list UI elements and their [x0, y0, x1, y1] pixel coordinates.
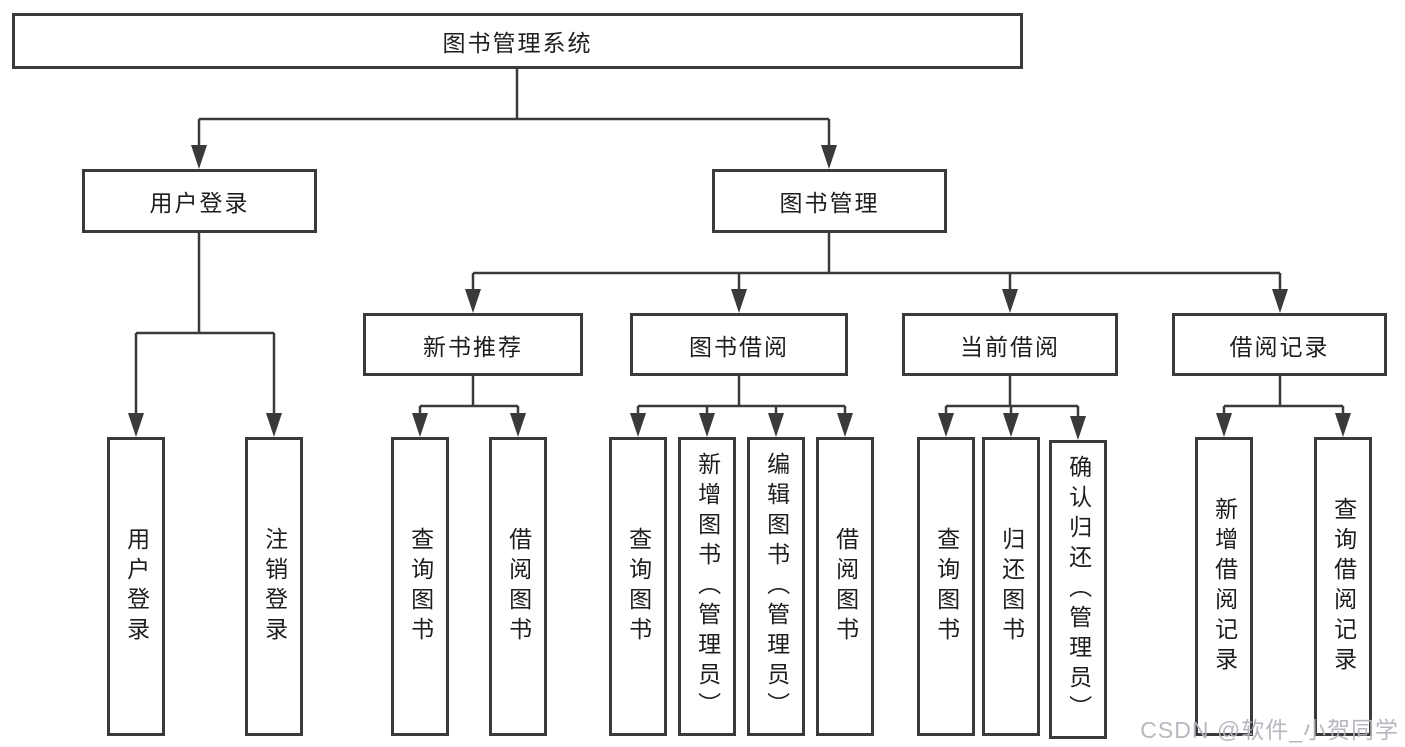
leaf-user-login-label: 用户登录	[123, 526, 150, 647]
node-book-management: 图书管理	[712, 169, 947, 233]
arrow-down-icon	[1272, 289, 1288, 313]
node-book-management-label: 图书管理	[779, 190, 880, 216]
leaf-edit-book-admin: 编辑图书（管理员）	[747, 437, 805, 736]
leaf-confirm-return-admin: 确认归还（管理员）	[1049, 440, 1107, 739]
leaf-query-borrow-record: 查询借阅记录	[1314, 437, 1372, 736]
node-borrow-records-label: 借阅记录	[1229, 333, 1330, 360]
leaf-logout: 注销登录	[245, 437, 303, 736]
leaf-add-book-admin: 新增图书（管理员）	[678, 437, 736, 736]
arrow-down-icon	[412, 413, 428, 437]
leaf-add-book-admin-label: 新增图书（管理员）	[694, 451, 721, 722]
leaf-query-books-current: 查询图书	[917, 437, 975, 736]
leaf-logout-label: 注销登录	[261, 526, 288, 647]
leaf-confirm-return-admin-label: 确认归还（管理员）	[1065, 454, 1092, 725]
arrow-down-icon	[465, 289, 481, 313]
node-root: 图书管理系统	[12, 13, 1023, 69]
leaf-query-books-recommend-label: 查询图书	[407, 526, 434, 647]
connector-borrow-records-to-leaves	[1222, 376, 1345, 417]
arrow-down-icon	[630, 413, 646, 437]
leaf-return-books: 归还图书	[982, 437, 1040, 736]
node-user-login: 用户登录	[82, 169, 317, 233]
leaf-borrow-books-recommend: 借阅图书	[489, 437, 547, 736]
arrow-down-icon	[191, 145, 207, 169]
arrow-down-icon	[821, 145, 837, 169]
arrow-down-icon	[699, 413, 715, 437]
node-borrow-records: 借阅记录	[1172, 313, 1387, 376]
connector-user-login-to-leaves	[134, 233, 276, 417]
leaf-borrow-books-recommend-label: 借阅图书	[505, 526, 532, 647]
connector-book-management-to-level3	[471, 233, 1282, 293]
node-book-borrow-label: 图书借阅	[689, 333, 789, 360]
leaf-borrow-books-label: 借阅图书	[832, 526, 859, 647]
arrow-down-icon	[731, 289, 747, 313]
watermark-text: CSDN @软件_小贺同学	[1140, 717, 1399, 743]
node-current-borrow-label: 当前借阅	[960, 333, 1060, 360]
arrow-down-icon	[1216, 413, 1232, 437]
node-root-label: 图书管理系统	[442, 30, 593, 56]
node-user-login-label: 用户登录	[149, 190, 250, 216]
leaf-add-borrow-record: 新增借阅记录	[1195, 437, 1253, 736]
node-book-borrow: 图书借阅	[630, 313, 848, 376]
arrow-down-icon	[510, 413, 526, 437]
arrow-down-icon	[1002, 289, 1018, 313]
connector-root-to-level2	[197, 69, 831, 147]
arrow-down-icon	[1003, 413, 1019, 437]
leaf-query-books-borrow-label: 查询图书	[625, 526, 652, 647]
arrow-down-icon	[837, 413, 853, 437]
connector-book-borrow-to-leaves	[636, 376, 847, 417]
leaf-user-login: 用户登录	[107, 437, 165, 736]
leaf-add-borrow-record-label: 新增借阅记录	[1211, 496, 1238, 677]
node-new-book-recommend: 新书推荐	[363, 313, 583, 376]
arrow-down-icon	[128, 413, 144, 437]
node-new-book-recommend-label: 新书推荐	[423, 333, 523, 360]
node-current-borrow: 当前借阅	[902, 313, 1118, 376]
arrow-down-icon	[768, 413, 784, 437]
leaf-return-books-label: 归还图书	[998, 526, 1025, 647]
leaf-query-books-borrow: 查询图书	[609, 437, 667, 736]
leaf-query-borrow-record-label: 查询借阅记录	[1330, 496, 1357, 677]
arrow-down-icon	[1335, 413, 1351, 437]
arrowheads	[128, 145, 1351, 440]
leaf-borrow-books: 借阅图书	[816, 437, 874, 736]
connector-current-borrow-to-leaves	[944, 376, 1080, 420]
arrow-down-icon	[266, 413, 282, 437]
arrow-down-icon	[1070, 416, 1086, 440]
leaf-query-books-recommend: 查询图书	[391, 437, 449, 736]
arrow-down-icon	[938, 413, 954, 437]
leaf-query-books-current-label: 查询图书	[933, 526, 960, 647]
leaf-edit-book-admin-label: 编辑图书（管理员）	[763, 451, 790, 722]
connector-new-book-to-leaves	[418, 376, 520, 417]
